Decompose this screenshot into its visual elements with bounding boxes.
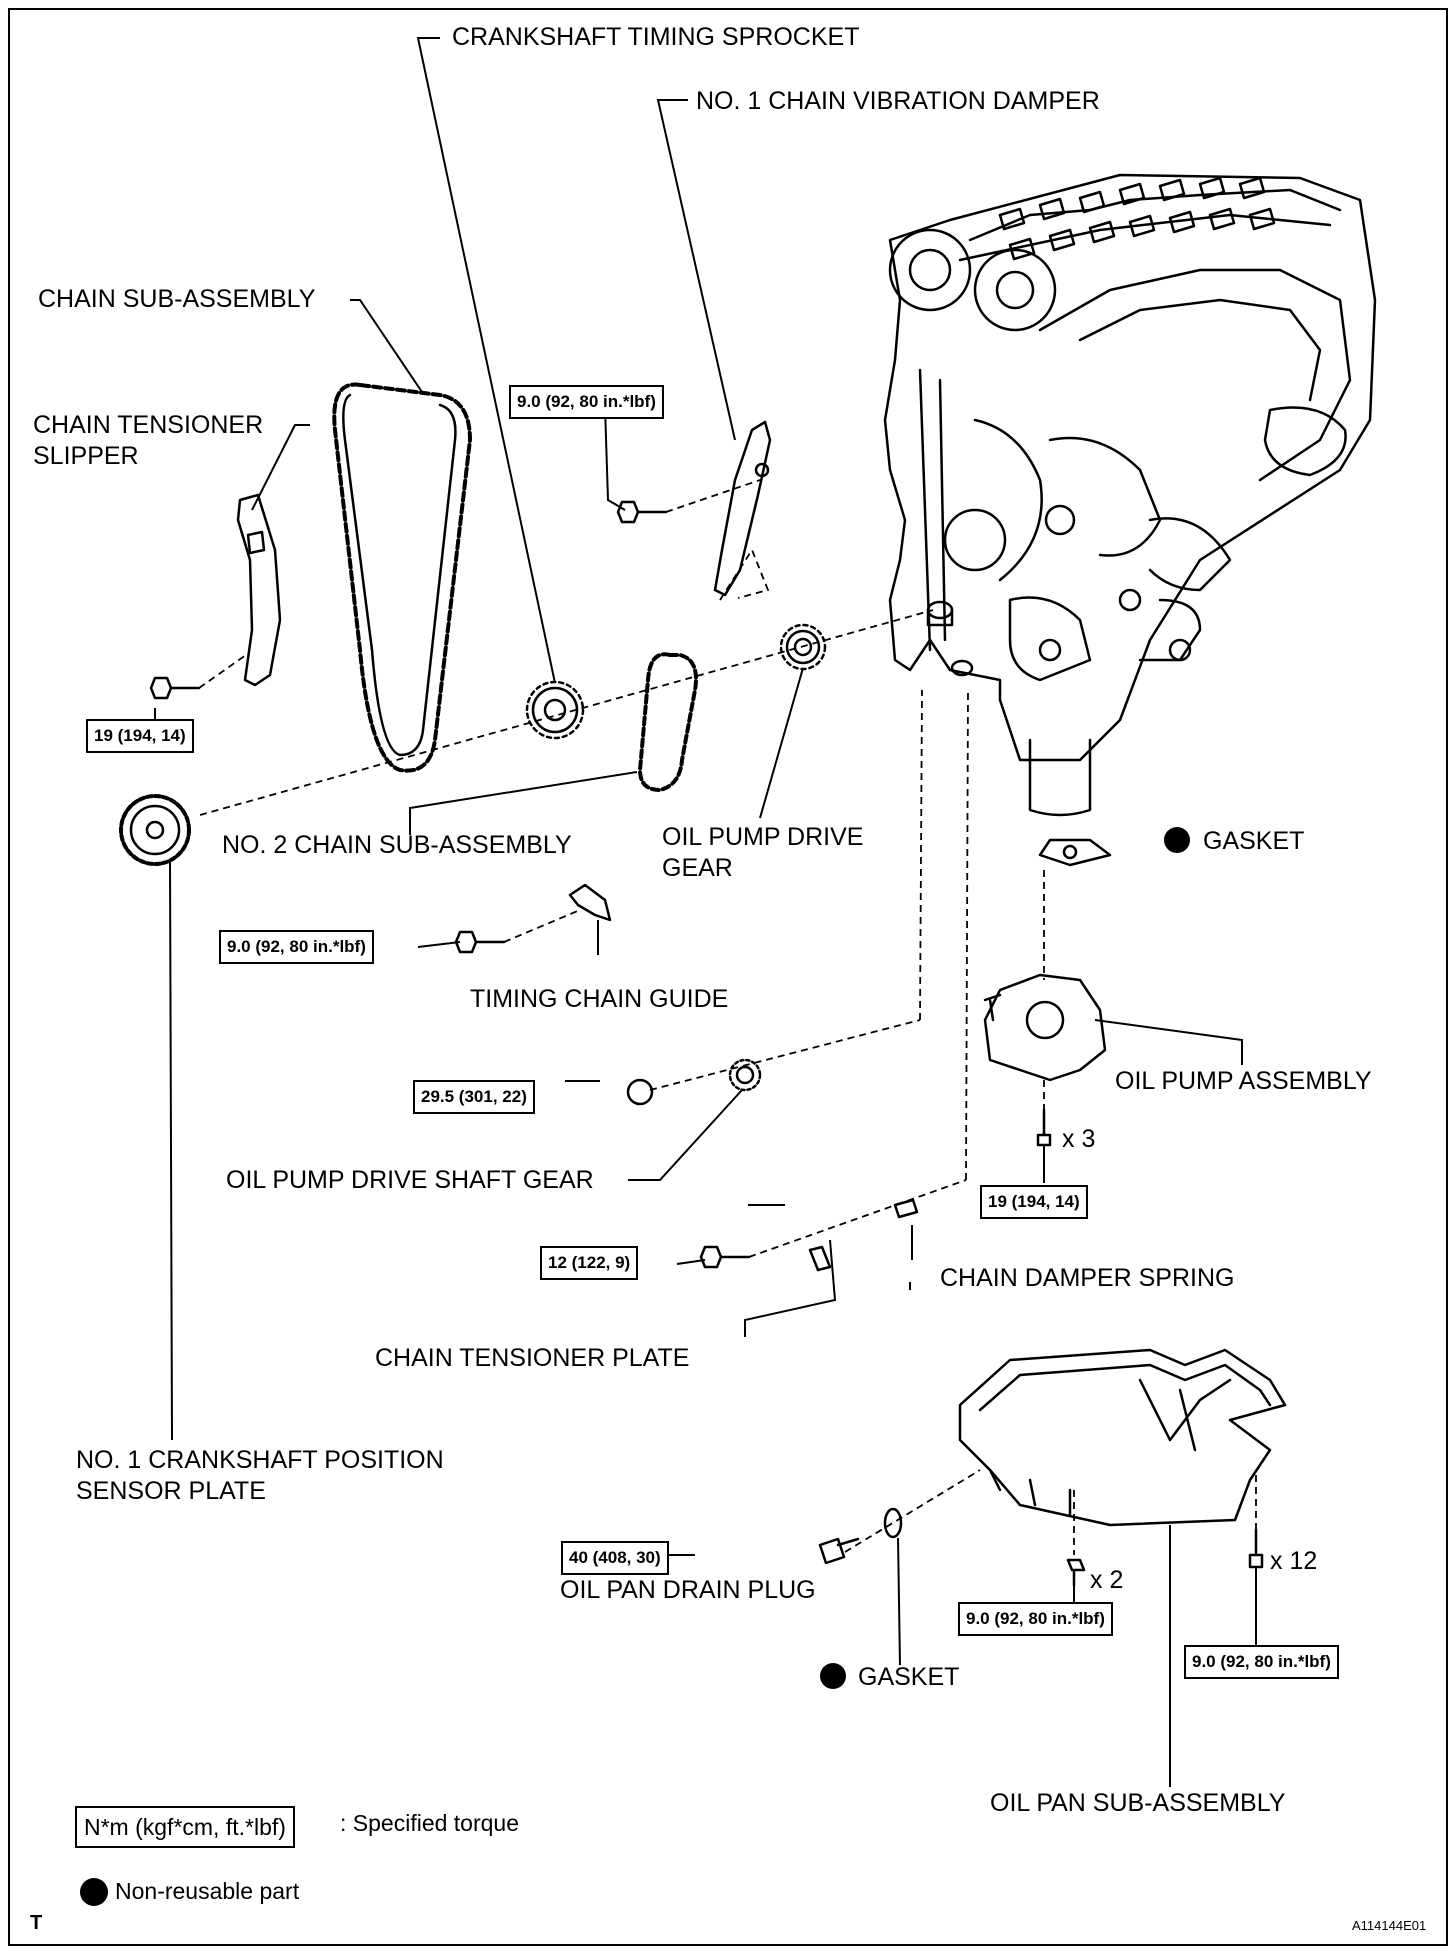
legend-non-reusable: Non-reusable part [115, 1878, 300, 1904]
label-oil-pan-drain-plug: OIL PAN DRAIN PLUG [560, 1576, 816, 1604]
torque-oil-pan-nuts: 9.0 (92, 80 in.*lbf) [958, 1602, 1113, 1636]
label-gasket-top: GASKET [1203, 827, 1305, 855]
diagram-frame [8, 8, 1448, 1946]
legend-non-reusable-marker [80, 1878, 108, 1906]
label-crankshaft-timing-sprocket: CRANKSHAFT TIMING SPROCKET [452, 23, 860, 51]
torque-drain-plug: 40 (408, 30) [561, 1541, 669, 1575]
engine-block [883, 173, 1377, 817]
chain-sub-assembly [332, 382, 472, 773]
vibration-damper-drawing [713, 420, 772, 597]
torque-drive-shaft-gear-nut: 29.5 (301, 22) [413, 1080, 535, 1114]
leader-lines [154, 37, 1257, 1787]
alignment-lines [198, 479, 1257, 1555]
figure-id: A114144E01 [1352, 1918, 1427, 1933]
label-no1-chain-vibration-damper: NO. 1 CHAIN VIBRATION DAMPER [696, 87, 1100, 115]
oil-pan-drawing [958, 1348, 1287, 1527]
corner-mark: T [30, 1912, 43, 1934]
label-chain-sub-assembly: CHAIN SUB-ASSEMBLY [38, 285, 316, 313]
torque-tensioner-slipper-bolt: 19 (194, 14) [86, 719, 194, 753]
label-qty-x3: x 3 [1062, 1125, 1096, 1153]
torque-vibration-damper-bolt: 9.0 (92, 80 in.*lbf) [509, 385, 664, 419]
label-no2-chain-sub-assembly: NO. 2 CHAIN SUB-ASSEMBLY [222, 831, 572, 859]
torque-oil-pan-bolts: 9.0 (92, 80 in.*lbf) [1184, 1645, 1339, 1679]
no2-chain-drawing [638, 652, 698, 792]
torque-tensioner-plate-bolt: 12 (122, 9) [540, 1246, 639, 1280]
label-chain-tensioner-plate: CHAIN TENSIONER PLATE [375, 1344, 690, 1372]
torque-oil-pump-bolts: 19 (194, 14) [980, 1185, 1088, 1219]
label-qty-x12: x 12 [1270, 1547, 1318, 1575]
legend-torque-units: N*m (kgf*cm, ft.*lbf) [75, 1806, 295, 1848]
label-oil-pump-drive-gear: OIL PUMP DRIVE GEAR [662, 823, 864, 882]
label-chain-tensioner-slipper: CHAIN TENSIONER SLIPPER [33, 411, 264, 470]
chain-tensioner-slipper-drawing [236, 493, 282, 687]
label-timing-chain-guide: TIMING CHAIN GUIDE [470, 985, 729, 1013]
label-oil-pan-sub-assembly: OIL PAN SUB-ASSEMBLY [990, 1789, 1286, 1817]
label-oil-pump-drive-shaft-gear: OIL PUMP DRIVE SHAFT GEAR [226, 1166, 594, 1194]
label-chain-damper-spring: CHAIN DAMPER SPRING [940, 1264, 1235, 1292]
label-oil-pump-assembly: OIL PUMP ASSEMBLY [1115, 1067, 1372, 1095]
label-no1-crankshaft-position-sensor-plate: NO. 1 CRANKSHAFT POSITION SENSOR PLATE [76, 1446, 444, 1505]
non-reusable-markers [820, 827, 1190, 1689]
sprockets [119, 623, 827, 1092]
legend-torque-desc: : Specified torque [340, 1810, 520, 1836]
timing-chain-guide-drawing [568, 883, 612, 922]
oil-pump-drawing [983, 838, 1112, 1082]
label-gasket-bottom: GASKET [858, 1663, 960, 1691]
torque-chain-guide-bolt: 9.0 (92, 80 in.*lbf) [219, 930, 374, 964]
bolts-and-washers [149, 500, 1264, 1587]
label-qty-x2: x 2 [1090, 1566, 1124, 1594]
